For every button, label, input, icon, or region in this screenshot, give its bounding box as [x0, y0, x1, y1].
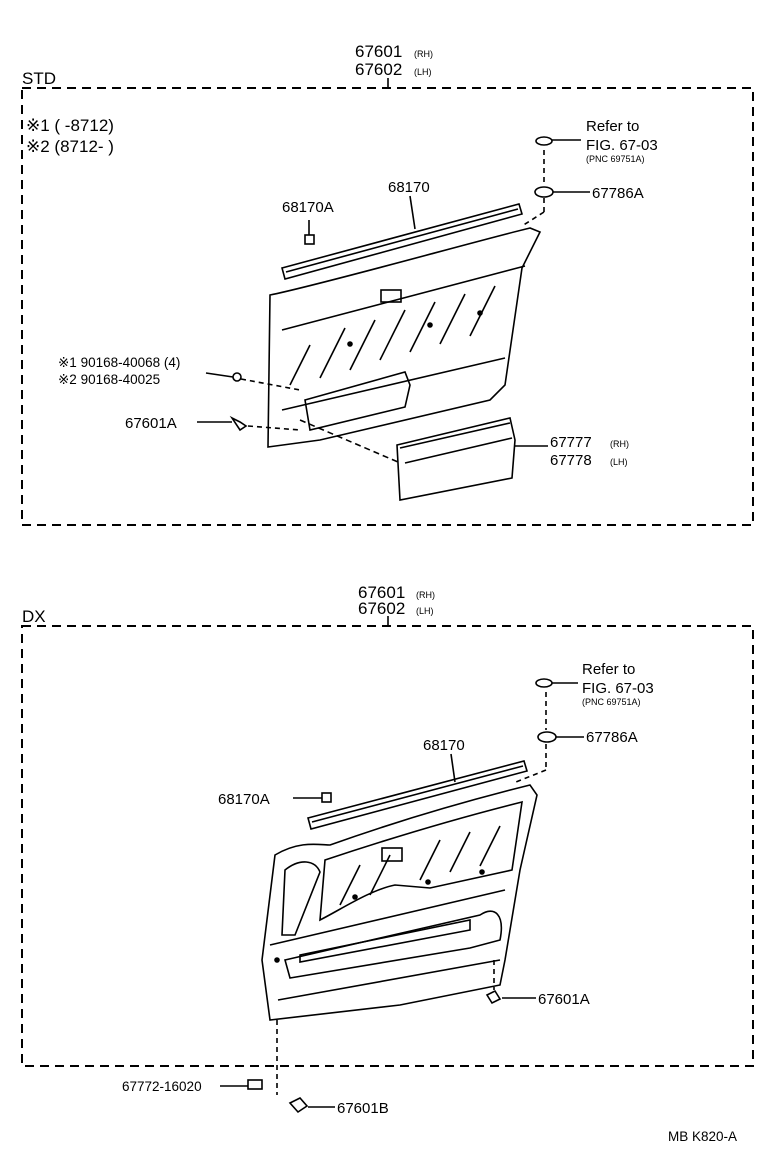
dx-clip-icon — [535, 678, 553, 688]
std-screw-icon — [232, 372, 242, 382]
dx-refer-line-3: (PNC 69751A) — [582, 697, 641, 707]
dx-part-67786A: 67786A — [586, 729, 638, 746]
dx-part-67601B: 67601B — [337, 1100, 389, 1117]
dx-part-67601: 67601 — [358, 583, 405, 602]
dx-spacer-icon — [537, 731, 557, 743]
std-part-67786A: 67786A — [592, 185, 644, 202]
std-pocket-icon — [396, 417, 516, 501]
std-part-67602-side: (LH) — [414, 67, 432, 77]
std-weatherstrip-icon — [281, 203, 524, 280]
std-part-68170A: 68170A — [282, 199, 334, 216]
dx-part-67602-side: (LH) — [416, 606, 434, 616]
dx-part-68170: 68170 — [423, 737, 465, 754]
std-door-trim-icon — [267, 227, 542, 448]
dx-clip-67601B-icon — [288, 1097, 309, 1114]
std-spacer-icon — [534, 186, 554, 198]
std-refer-line-2: FIG. 67-03 — [586, 137, 658, 154]
std-part-67601A: 67601A — [125, 415, 177, 432]
dx-screw-icon — [247, 1079, 263, 1090]
std-pocket-67778: 67778 — [550, 452, 592, 469]
std-part-67602: 67602 — [355, 60, 402, 79]
dx-part-67601A: 67601A — [538, 991, 590, 1008]
dx-part-67772: 67772-16020 — [122, 1079, 202, 1094]
dx-clip-68170A-icon — [321, 792, 332, 803]
std-pin-icon — [229, 415, 248, 432]
dx-section-label: DX — [22, 607, 46, 626]
dx-part-67601-side: (RH) — [416, 590, 435, 600]
std-pocket-67777-side: (RH) — [610, 439, 629, 449]
dx-door-trim-icon — [261, 784, 538, 1021]
std-note-2: ※2 (8712- ) — [26, 137, 114, 156]
dx-weatherstrip-icon — [307, 760, 529, 830]
std-section-label: STD — [22, 69, 56, 88]
dx-pin-icon — [485, 989, 502, 1005]
std-clip-68170A-icon — [304, 234, 315, 245]
std-part-68170: 68170 — [388, 179, 430, 196]
std-refer-line-1: Refer to — [586, 118, 639, 135]
dx-refer-line-2: FIG. 67-03 — [582, 680, 654, 697]
std-part-67601-side: (RH) — [414, 49, 433, 59]
std-pocket-67777: 67777 — [550, 434, 592, 451]
std-part-67601: 67601 — [355, 42, 402, 61]
std-bolt-1: ※1 90168-40068 (4) — [58, 355, 180, 370]
footer-code: MB K820-A — [668, 1129, 737, 1144]
std-clip-icon — [535, 136, 553, 146]
std-pocket-67778-side: (LH) — [610, 457, 628, 467]
dx-part-68170A: 68170A — [218, 791, 270, 808]
std-note-1: ※1 ( -8712) — [26, 116, 114, 135]
std-refer-line-3: (PNC 69751A) — [586, 154, 645, 164]
dx-refer-line-1: Refer to — [582, 661, 635, 678]
std-bolt-2: ※2 90168-40025 — [58, 372, 160, 387]
dx-part-67602: 67602 — [358, 599, 405, 618]
